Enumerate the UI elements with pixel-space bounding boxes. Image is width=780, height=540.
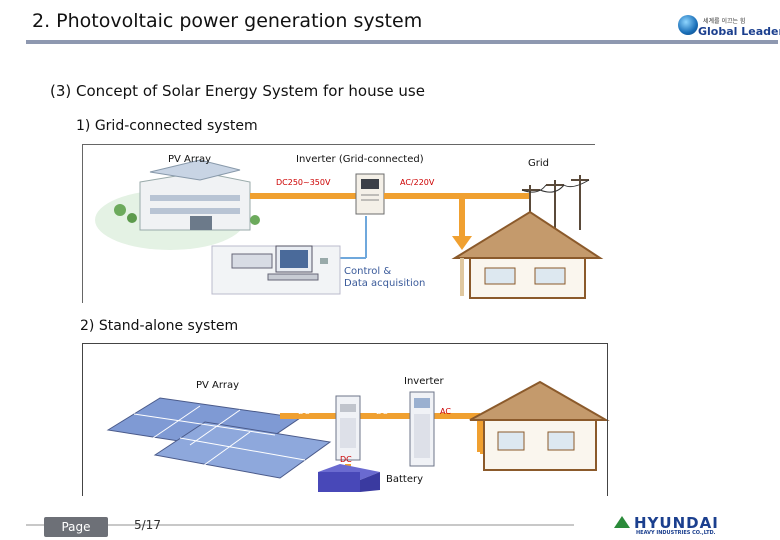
charge-controller-illustration — [335, 395, 361, 461]
battery-label: Battery — [386, 474, 424, 485]
control-data-label: Control & Data acquisition — [344, 266, 425, 290]
page-label-box: Page — [44, 517, 108, 537]
grid-ac-voltage-label: AC/220V — [400, 178, 435, 187]
control-pc-illustration — [211, 245, 341, 295]
globe-icon — [678, 15, 698, 35]
standalone-ac-label: AC — [440, 407, 451, 416]
grid-inverter-label: Inverter (Grid-connected) — [296, 154, 424, 165]
standalone-system-title: 2) Stand-alone system — [80, 318, 239, 334]
title-underline — [26, 40, 778, 44]
control-label-line1: Control & — [344, 266, 392, 277]
standalone-house-illustration — [469, 380, 610, 471]
battery-illustration — [318, 464, 380, 492]
standalone-dc-label-1: DC — [298, 407, 310, 416]
standalone-dc-label-3: DC — [340, 455, 352, 464]
page-title: 2. Photovoltaic power generation system — [32, 10, 423, 32]
footer-divider — [26, 524, 574, 526]
logo-tagline: 세계를 이끄는 힘 — [703, 18, 746, 25]
control-label-line2: Data acquisition — [344, 278, 426, 289]
company-name: HYUNDAI — [634, 514, 719, 532]
grid-inverter-illustration — [355, 173, 385, 215]
grid-system-title: 1) Grid-connected system — [76, 118, 258, 134]
standalone-pv-array-label: PV Array — [196, 380, 239, 391]
grid-label: Grid — [528, 158, 549, 169]
page-number: 5/17 — [134, 518, 161, 532]
grid-pv-array-label: PV Array — [168, 154, 211, 165]
standalone-dc-label-2: DC — [376, 407, 388, 416]
grid-house-illustration — [451, 210, 604, 299]
standalone-inverter-illustration — [409, 391, 435, 467]
standalone-diagram-frame — [82, 343, 608, 496]
company-subtitle: HEAVY INDUSTRIES CO.,LTD. — [636, 530, 716, 536]
grid-diagram-frame — [82, 144, 595, 303]
grid-dc-voltage-label: DC250~350V — [276, 178, 331, 187]
logo-text: Global Leader — [698, 25, 780, 38]
hyundai-logo-icon — [614, 516, 630, 528]
section-title: (3) Concept of Solar Energy System for h… — [50, 82, 425, 100]
pv-building-illustration — [95, 159, 260, 250]
standalone-inverter-label: Inverter — [404, 376, 444, 387]
